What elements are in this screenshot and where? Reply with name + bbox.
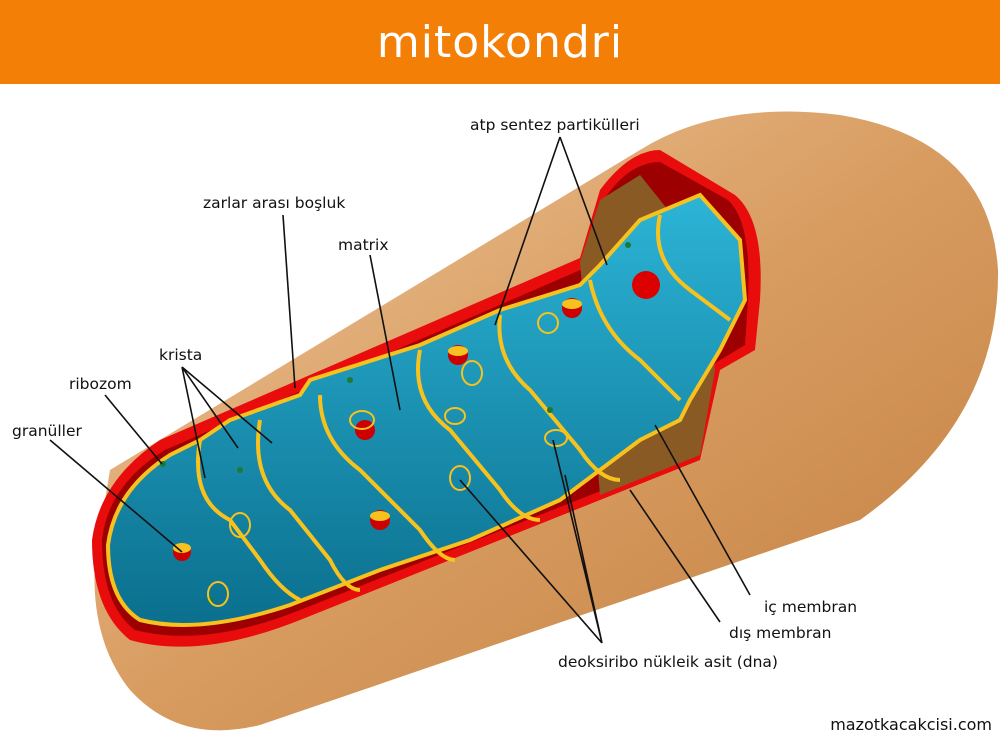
label-inner-membrane: iç membran xyxy=(764,598,857,616)
leader-lines xyxy=(49,136,751,644)
label-outer-membrane: dış membran xyxy=(729,624,831,642)
label-dna: deoksiribo nükleik asit (dna) xyxy=(558,653,778,671)
label-matrix: matrix xyxy=(338,236,389,254)
site-credit: mazotkacakcisi.com xyxy=(830,715,992,734)
header-bar: mitokondri xyxy=(0,0,1000,84)
label-granuller: granüller xyxy=(12,422,83,440)
label-ribozom: ribozom xyxy=(69,375,132,393)
page-title: mitokondri xyxy=(376,16,624,68)
matrix-region xyxy=(105,192,748,627)
label-krista: krista xyxy=(159,346,202,364)
label-intermembrane-space: zarlar arası boşluk xyxy=(203,194,345,212)
granules xyxy=(160,242,660,603)
dna-rings xyxy=(207,312,568,607)
label-atp-synthase: atp sentez partikülleri xyxy=(470,116,640,134)
